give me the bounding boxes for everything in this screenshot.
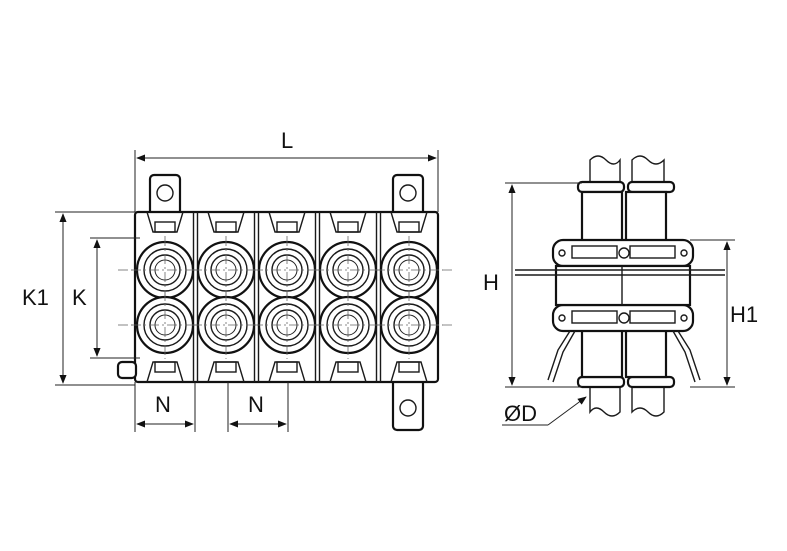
cap-clip-top-insert [337,221,359,233]
cap-clip-bottom-insert [398,361,420,373]
dimension-label-N-left: N [155,392,171,417]
dimension-label-K: K [72,285,87,310]
column-separators [192,212,382,382]
cap-clip-top-insert [154,221,176,233]
dimension-label-L: L [281,128,293,153]
cable-ring [192,291,260,359]
dimension-label-H1: H1 [730,302,758,327]
cap-clip-top-insert [215,221,237,233]
locking-pin [116,360,138,380]
clamp-bar-upper [551,238,695,268]
side-dimensions: H H1 ØD [483,182,758,426]
cap-clip-bottom-insert [276,361,298,373]
cable-top [589,155,665,186]
cable-ring [375,291,443,359]
dimension-label-D: ØD [504,401,537,426]
dimension-label-H: H [483,270,499,295]
cable-bottom [589,384,665,417]
dimension-label-N-right: N [248,392,264,417]
cap-clip-top-insert [398,221,420,233]
cable-rings [131,236,443,359]
dimension-label-K1: K1 [22,285,49,310]
cable-ring [131,291,199,359]
cap-clips [146,211,428,383]
cap-clip-bottom-insert [154,361,176,373]
clamp-bar-lower [551,303,695,333]
cap-clip-bottom-insert [215,361,237,373]
cap-clip-top-insert [276,221,298,233]
side-view [515,155,725,417]
front-view [116,173,455,432]
front-dimensions: L K1 K N N [22,128,439,432]
cap-clip-bottom-insert [337,361,359,373]
